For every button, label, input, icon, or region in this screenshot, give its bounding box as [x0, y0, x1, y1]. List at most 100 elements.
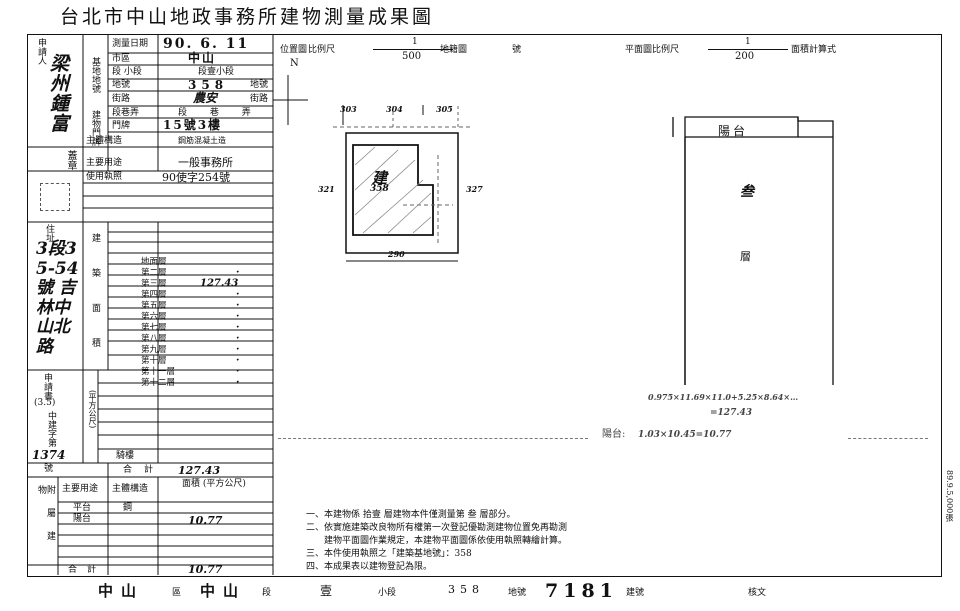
- city-label: 市區: [112, 54, 131, 64]
- lane-value: 段 巷 弄: [178, 108, 261, 118]
- calc-line-3: 1.03×10.45=10.77: [638, 430, 732, 440]
- ancillary-structure-header: 主體構造: [112, 484, 149, 494]
- floor-area-value: ·: [236, 333, 240, 344]
- door-label: 門牌: [112, 121, 131, 131]
- street-value: 農安: [193, 91, 218, 105]
- main-use-value: 一般事務所: [178, 156, 233, 169]
- location-dim-321: 321: [318, 184, 335, 194]
- ancillary-row-1-structure: 鋼: [123, 503, 133, 513]
- ancillary-row-2-use: 陽台: [73, 514, 92, 524]
- location-scale-bar: [373, 49, 453, 50]
- city-value: 中山: [188, 51, 217, 65]
- lot-suffix: 地號: [250, 80, 269, 90]
- arcade-label: 騎樓: [116, 451, 135, 461]
- footer-subsection: 壹: [320, 584, 333, 598]
- main-structure-label: 主體構造: [86, 136, 123, 146]
- location-dim-290: 290: [388, 249, 405, 259]
- calc-line-3-label: 陽台:: [602, 429, 626, 440]
- floor-name: 第八層: [141, 334, 167, 344]
- applicant-address: 3段35-54號 吉林中山北路: [36, 239, 79, 357]
- footer-lot: 358: [448, 583, 484, 596]
- permit-value: 90使字254號: [162, 171, 230, 184]
- application-date: (3.5): [34, 398, 56, 408]
- base-lot-label: 基地地號: [90, 57, 100, 93]
- footer-district: 中山: [98, 582, 145, 600]
- floor-name: 第十層: [141, 356, 167, 366]
- location-scale-den: 500: [402, 51, 422, 62]
- floor-area-value: ·: [236, 344, 240, 355]
- floor-area-value: ·: [236, 267, 240, 278]
- applicant-label: 申請人: [36, 38, 46, 65]
- location-dim-305: 305: [436, 104, 453, 114]
- applicant-name: 梁州鍾富: [50, 53, 70, 135]
- calc-line-1: 0.975×11.69×11.0+5.25×8.64×…: [648, 392, 799, 402]
- ancillary-use-header: 主要用途: [62, 484, 99, 494]
- main-structure-value: 鋼筋混凝土造: [178, 136, 226, 145]
- footer-section: 中山: [200, 582, 247, 600]
- floor-total-label: 合計: [123, 465, 166, 475]
- location-scale-num: 1: [412, 37, 418, 47]
- plan-scale-bar: [708, 49, 788, 50]
- ancillary-row-1-use: 平台: [73, 503, 92, 513]
- note-line: 建物平面圖作業規定，本建物平面圖係依使用執照轉繪計算。: [306, 536, 568, 546]
- main-use-label: 主要用途: [86, 158, 123, 168]
- survey-form-frame: 申請人 梁州鍾富 蓋章 住址 3段35-54號 吉林中山北路 申請書 (3.5)…: [27, 34, 942, 577]
- plan-divider-right: [848, 438, 928, 439]
- ancillary-side-label: 附屬建物: [36, 485, 55, 554]
- document-title: 台北市中山地政事務所建物測量成果圖: [60, 6, 435, 28]
- area-calc-label: 面積計算式: [791, 45, 837, 55]
- permit-label: 使用執照: [86, 172, 123, 182]
- floor-area-value: ·: [236, 366, 240, 377]
- cadastral-sheet-suffix: 號: [512, 45, 522, 55]
- note-line: 四、本成果表以建物登記為限。: [306, 562, 433, 572]
- location-dim-303: 303: [340, 104, 357, 114]
- floor-name: 地面層: [141, 257, 167, 267]
- north-label: N: [290, 58, 299, 69]
- floor-total-value: 127.43: [178, 464, 221, 477]
- floor-name: 第三層: [141, 279, 167, 289]
- section-value: 段壹小段: [198, 67, 235, 77]
- lot-label: 地號: [112, 80, 131, 90]
- footer-building-suffix: 建號: [626, 588, 645, 598]
- location-map-drawing: [273, 75, 473, 262]
- floor-area-value: ·: [236, 311, 240, 322]
- survey-date-label: 測量日期: [112, 39, 149, 49]
- address-label: 住址: [44, 224, 54, 242]
- plan-floor-name: 叁: [740, 184, 754, 200]
- application-suffix: 號: [44, 464, 54, 474]
- floor-name: 第十一層: [141, 367, 176, 377]
- floor-name: 第二層: [141, 268, 167, 278]
- floor-area-value: ·: [236, 289, 240, 300]
- floor-area-value: ·: [236, 355, 240, 366]
- floor-area-value: ·: [236, 377, 240, 388]
- floor-plan-drawing: [672, 116, 834, 385]
- note-line: 二、依實施建築改良物所有權第一次登記優勘測建物位置免再勘測: [306, 523, 568, 533]
- plan-divider-left: [278, 438, 588, 439]
- floor-area-value: ·: [236, 322, 240, 333]
- plan-balcony-label: 陽台: [718, 124, 749, 138]
- seal-stamp: [40, 183, 70, 211]
- lot-value: 358: [188, 78, 229, 92]
- seal-label: 蓋章: [65, 150, 76, 170]
- footer-checker: 核文: [748, 588, 767, 598]
- street-label: 街路: [112, 94, 131, 104]
- location-lot-mark: 358: [370, 184, 389, 194]
- footer-building-no: 7181: [545, 580, 618, 602]
- floor-name: 第六層: [141, 312, 167, 322]
- location-building-mark: 建: [372, 169, 388, 187]
- door-value: 15號3樓: [163, 118, 223, 132]
- calc-line-2: =127.43: [710, 408, 752, 418]
- floor-area-side-label: 建築面積: [90, 233, 100, 373]
- floor-name: 第七層: [141, 323, 167, 333]
- footer-district-suffix: 區: [172, 588, 182, 598]
- location-map-label: 位置圖: [280, 45, 308, 55]
- floor-area-value: 127.43: [200, 278, 239, 289]
- floor-name: 第九層: [141, 345, 167, 355]
- floor-name: 第十二層: [141, 378, 176, 388]
- floor-name: 第五層: [141, 301, 167, 311]
- plan-floor-word: 層: [740, 250, 751, 263]
- note-line: 三、本件使用執照之「建築基地號」：358: [306, 549, 472, 559]
- application-no: 1374: [32, 448, 66, 462]
- plan-scale-label: 平面圖比例尺: [625, 45, 680, 55]
- ancillary-total-label: 合計: [68, 565, 107, 575]
